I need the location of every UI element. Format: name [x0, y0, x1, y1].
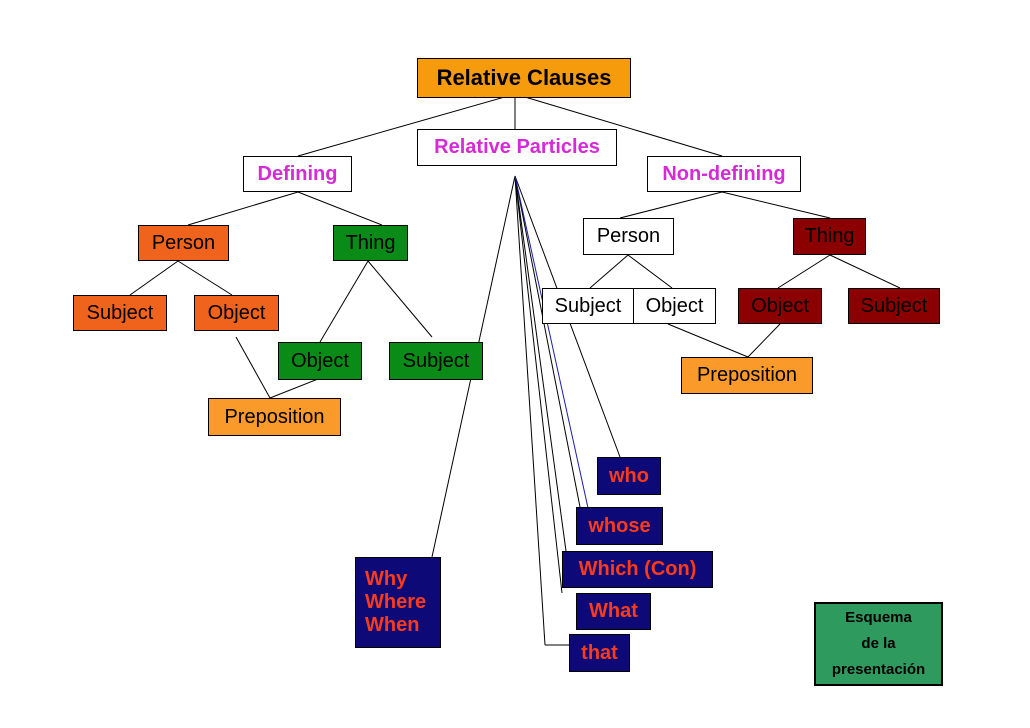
particle-why: Why: [365, 568, 408, 590]
particle-where: Where: [365, 591, 427, 613]
particle-which: Which (Con): [562, 551, 713, 588]
non-defining-thing-object-node: Object: [738, 288, 822, 324]
defining-person-object-node: Object: [194, 295, 279, 331]
particle-that: that: [569, 634, 630, 672]
defining-node: Defining: [243, 156, 352, 192]
relative-particles-node: Relative Particles: [417, 129, 617, 166]
defining-person-node: Person: [138, 225, 229, 261]
defining-preposition-node: Preposition: [208, 398, 341, 436]
non-defining-person-object-node: Object: [633, 288, 716, 324]
title-node: Relative Clauses: [417, 58, 631, 98]
non-defining-thing-subject-node: Subject: [848, 288, 940, 324]
non-defining-node: Non-defining: [647, 156, 801, 192]
esquema-box: Esquema de la presentación: [814, 602, 943, 686]
particle-whose: whose: [576, 507, 663, 545]
non-defining-person-subject-node: Subject: [542, 288, 634, 324]
non-defining-preposition-node: Preposition: [681, 357, 813, 394]
particle-who: who: [597, 457, 661, 495]
particle-when: When: [365, 614, 420, 636]
esquema-line-1: Esquema: [845, 609, 912, 626]
non-defining-person-node: Person: [583, 218, 674, 255]
particle-what: What: [576, 593, 651, 630]
non-defining-thing-node: Thing: [793, 218, 866, 255]
esquema-line-3: presentación: [831, 661, 926, 678]
particle-why-where-when: Why Where When: [355, 557, 441, 648]
defining-person-subject-node: Subject: [73, 295, 167, 331]
defining-thing-object-node: Object: [278, 342, 362, 380]
esquema-line-2: de la: [861, 635, 896, 652]
defining-thing-subject-node: Subject: [389, 342, 483, 380]
defining-thing-node: Thing: [333, 225, 408, 261]
